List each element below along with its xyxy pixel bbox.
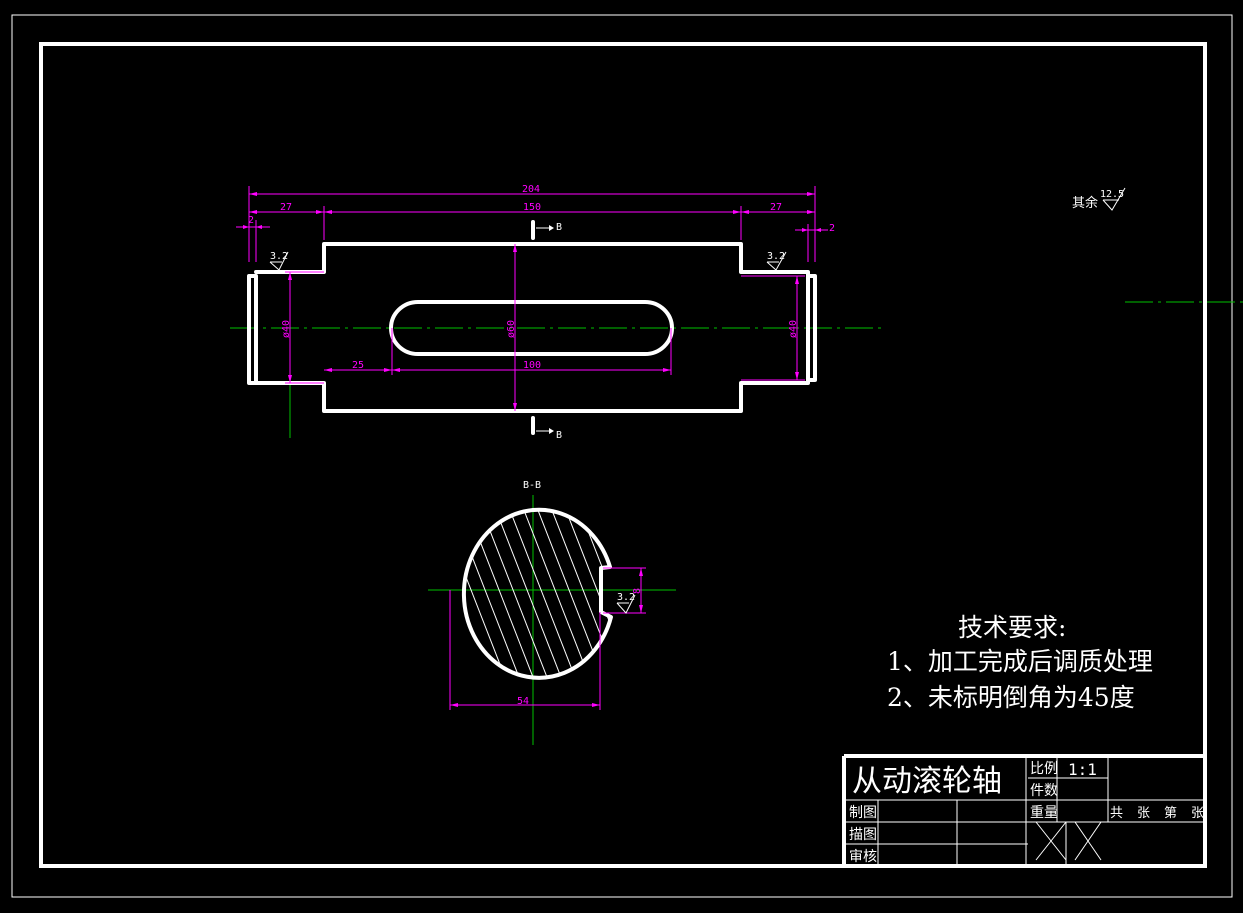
dim-body-dia: ø60: [506, 244, 517, 411]
roughness-general-value: 12.5: [1100, 189, 1124, 200]
section-hatch: [463, 509, 611, 678]
dim-right-journal-dia: ø40: [741, 275, 805, 381]
inner-frame: [39, 42, 1207, 868]
svg-text:ø40: ø40: [281, 320, 292, 338]
roughness-general: 其余 12.5: [1072, 187, 1126, 211]
tech-req-title: 技术要求:: [958, 613, 1066, 642]
dim-middle: 150: [523, 202, 541, 213]
scale-label: 比例: [1030, 761, 1058, 777]
dim-section-depth: 54: [449, 590, 601, 710]
section-mark-top-label: B: [556, 222, 562, 233]
svg-text:3.2: 3.2: [767, 251, 785, 262]
section-mark-bottom-label: B: [556, 430, 562, 441]
dim-keyway-offset: 25: [352, 360, 364, 371]
technical-requirements: 技术要求: 1、加工完成后调质处理 2、未标明倒角为45度: [887, 613, 1153, 712]
section-view-b-b: B-B: [428, 480, 676, 745]
section-marker-bottom: B: [531, 416, 562, 441]
dim-chamfer-left: 2: [236, 215, 270, 262]
section-marker-top: B: [531, 220, 562, 240]
dim-overall-length: 204: [248, 184, 816, 262]
svg-text:204: 204: [522, 184, 540, 195]
dim-right-journal: 27: [770, 202, 782, 213]
tech-req-item-2: 2、未标明倒角为45度: [887, 683, 1135, 712]
section-outline: [461, 507, 613, 680]
dim-left-journal: 27: [280, 202, 292, 213]
right-end-chamfer: [806, 274, 817, 382]
drawn-label: 制图: [849, 805, 877, 821]
svg-text:ø40: ø40: [788, 320, 799, 338]
title-block: 从动滚轮轴 比例 1:1 件数 重量 共 张 第 张 制图 描图 审核: [842, 754, 1205, 866]
qty-label: 件数: [1030, 783, 1058, 799]
svg-text:3.2: 3.2: [617, 592, 635, 603]
roughness-general-label: 其余: [1072, 195, 1098, 211]
svg-text:8: 8: [632, 588, 643, 594]
dim-chamfer-right: 2: [795, 223, 835, 262]
dim-key-width: 8: [603, 567, 646, 614]
svg-text:3.2: 3.2: [270, 251, 288, 262]
part-name: 从动滚轮轴: [852, 764, 1002, 799]
dim-left-journal-dia: ø40: [281, 271, 324, 384]
dim-keyway-length: 100: [523, 360, 541, 371]
sheet-text: 共 张 第 张: [1110, 806, 1204, 821]
svg-text:54: 54: [517, 696, 529, 707]
roughness-keyway: 3.2: [616, 592, 636, 614]
shaft-front-view: B B 204 27 150 27: [230, 184, 1243, 441]
svg-text:2: 2: [829, 223, 835, 234]
tech-req-item-1: 1、加工完成后调质处理: [887, 647, 1153, 676]
checked-label: 审核: [849, 849, 877, 865]
roughness-left-journal: 3.2: [269, 251, 289, 271]
roughness-right-journal: 3.2: [766, 251, 787, 271]
weight-label: 重量: [1030, 805, 1058, 821]
dim-keyway: 25 100: [324, 328, 672, 375]
traced-label: 描图: [849, 827, 877, 843]
scale-value: 1:1: [1068, 760, 1097, 779]
svg-text:2: 2: [248, 215, 254, 226]
keyway-slot: [389, 300, 674, 356]
svg-text:ø60: ø60: [506, 320, 517, 338]
dim-segment-row: 27 150 27: [249, 202, 815, 240]
section-title: B-B: [523, 480, 541, 491]
outer-frame: [11, 14, 1233, 898]
